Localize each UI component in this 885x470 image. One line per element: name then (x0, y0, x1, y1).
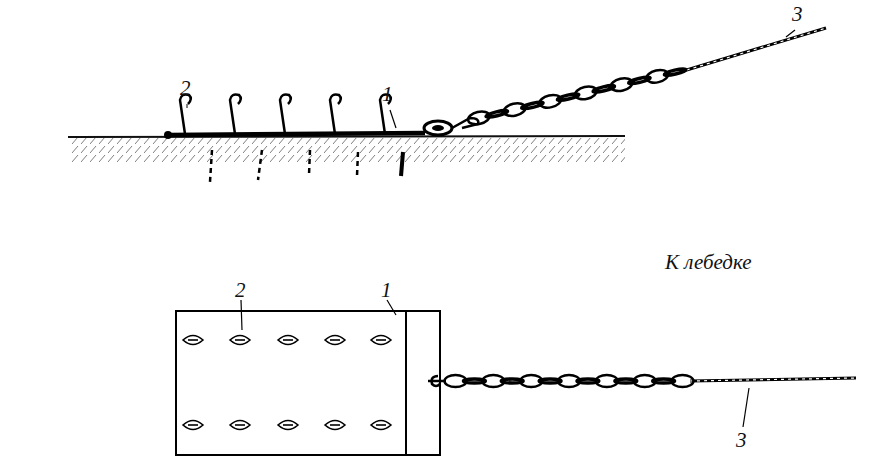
ground-line (68, 136, 625, 137)
cable (690, 378, 856, 381)
leader-line (187, 104, 188, 108)
direction-label: К лебедке (665, 252, 752, 273)
soil-hatching (70, 138, 625, 162)
callout-number: 2 (180, 78, 191, 99)
stakes-plan (183, 336, 391, 430)
leader-line (387, 300, 396, 315)
plate-end (164, 131, 172, 139)
leader-line (390, 110, 396, 128)
plate-eye (424, 121, 452, 135)
callout-number: 1 (382, 84, 393, 105)
leader-line (743, 388, 749, 427)
chain (445, 68, 694, 387)
cable-twist (690, 378, 856, 381)
cable (680, 28, 826, 72)
plate-edge (405, 311, 407, 455)
plate-eye-core (432, 125, 444, 131)
anchor-plate (168, 133, 425, 135)
callout-number: 3 (792, 4, 803, 25)
stakes-side (180, 95, 403, 182)
callout-number: 1 (381, 280, 392, 301)
anchor-plate-plan (176, 311, 440, 455)
cable-twist (680, 28, 826, 72)
callout-number: 2 (235, 280, 246, 301)
leader-line (241, 300, 242, 330)
leader-line (786, 30, 795, 37)
callout-number: 3 (736, 430, 747, 451)
